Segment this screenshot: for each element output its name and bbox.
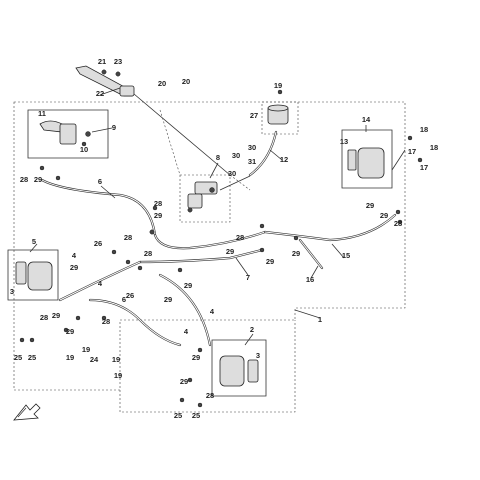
callout-6: 6 [98,177,102,186]
callout-labels: 1 2 3 3 4 4 4 4 5 6 6 7 8 9 10 11 12 13 … [10,57,438,420]
callout-14: 14 [362,115,371,124]
assembly-boundary-lower [119,320,296,413]
callout-29: 29 [164,295,172,304]
callout-7: 7 [246,273,250,282]
front-left-caliper-group [7,249,59,301]
callout-29: 29 [180,377,188,386]
callout-31: 31 [248,157,256,166]
callout-15: 15 [342,251,350,260]
rear-caliper-group [341,129,423,189]
callout-6: 6 [122,295,126,304]
callout-27: 27 [250,111,258,120]
callout-3: 3 [256,351,260,360]
callout-29: 29 [380,211,388,220]
callout-2: 2 [250,325,254,334]
callout-18: 18 [430,143,438,152]
callout-18: 18 [420,125,428,134]
callout-29: 29 [34,175,42,184]
callout-30: 30 [248,143,256,152]
callout-12: 12 [280,155,288,164]
callout-30: 30 [228,169,236,178]
callout-29: 29 [184,281,192,290]
front-direction-arrow-icon [13,403,41,421]
callout-11: 11 [38,109,46,118]
callout-16: 16 [306,275,314,284]
callout-17: 17 [420,163,428,172]
callout-4: 4 [184,327,189,336]
hand-lever-group [27,109,109,159]
callout-29: 29 [154,211,162,220]
front-right-caliper-group [211,339,267,397]
callout-10: 10 [80,145,88,154]
callout-29: 29 [366,201,374,210]
callout-28: 28 [236,233,244,242]
callout-28: 28 [102,317,110,326]
callout-5: 5 [32,237,36,246]
callout-19: 19 [274,81,282,90]
callout-28: 28 [40,313,48,322]
callout-25: 25 [174,411,182,420]
callout-4: 4 [72,251,77,260]
leader-lines [29,87,367,346]
callout-8: 8 [216,153,220,162]
brake-pedal-group [75,65,231,176]
callout-29: 29 [266,257,274,266]
callout-28: 28 [154,199,162,208]
callout-28: 28 [394,219,402,228]
callout-29: 29 [66,327,74,336]
callout-26: 26 [126,291,134,300]
callout-26: 26 [94,239,102,248]
callout-25: 25 [14,353,22,362]
callout-29: 29 [192,353,200,362]
callout-20: 20 [158,79,166,88]
callout-29: 29 [292,249,300,258]
callout-19: 19 [66,353,74,362]
callout-21: 21 [98,57,106,66]
callout-19: 19 [114,371,122,380]
callout-20: 20 [182,77,190,86]
reservoir-group [248,89,299,177]
callout-3: 3 [10,287,14,296]
callout-4: 4 [210,307,215,316]
callout-25: 25 [192,411,200,420]
callout-9: 9 [112,123,116,132]
callout-28: 28 [206,391,214,400]
callout-29: 29 [70,263,78,272]
callout-28: 28 [20,175,28,184]
callout-19: 19 [112,355,120,364]
fittings [19,165,403,408]
callout-28: 28 [144,249,152,258]
callout-29: 29 [52,311,60,320]
callout-4: 4 [98,279,103,288]
brake-lines [40,178,397,347]
callout-19: 19 [82,345,90,354]
callout-1: 1 [318,315,322,324]
callout-29: 29 [226,247,234,256]
master-cylinder-group [159,109,251,223]
callout-23: 23 [114,57,122,66]
assembly-boundary-outline [13,101,406,391]
callout-13: 13 [340,137,348,146]
callout-22: 22 [96,89,104,98]
callout-24: 24 [90,355,99,364]
callout-17: 17 [408,147,416,156]
callout-30: 30 [232,151,240,160]
callout-28: 28 [124,233,132,242]
callout-25: 25 [28,353,36,362]
